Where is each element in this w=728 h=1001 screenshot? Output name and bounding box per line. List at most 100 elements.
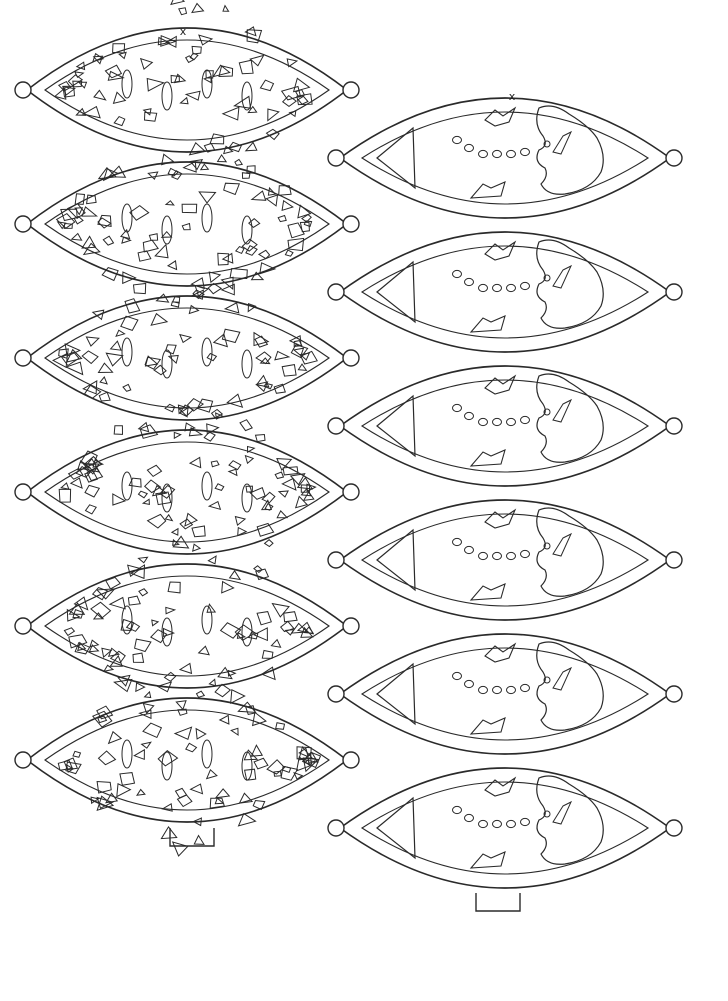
lattice-cutout <box>134 638 152 653</box>
lattice-cutout <box>139 57 154 70</box>
dot-cutout <box>478 685 488 695</box>
lattice-cutout <box>265 194 279 207</box>
lattice-cutout <box>288 335 302 347</box>
lattice-cutout <box>116 783 132 798</box>
lattice-cutout <box>97 167 118 180</box>
lattice-cutout <box>296 746 312 760</box>
tab-shape <box>169 828 215 847</box>
lattice-cutout <box>117 674 131 687</box>
lattice-fragments <box>63 538 315 711</box>
lattice-cutout <box>181 222 191 231</box>
triangle-cutout <box>376 126 416 190</box>
lattice-cutout <box>77 81 88 89</box>
lattice-cutout <box>81 206 98 217</box>
lattice-cutout <box>275 722 286 730</box>
lattice-cutout <box>101 647 113 659</box>
lattice-teardrop <box>201 739 213 769</box>
lattice-cutout <box>108 596 126 610</box>
lattice-cutout <box>164 403 176 413</box>
lattice-cutout <box>57 759 74 771</box>
dot-cutout <box>452 269 462 279</box>
lattice-cutout <box>173 431 182 440</box>
wing-cutout <box>469 181 506 199</box>
wing-cutout <box>484 642 517 663</box>
lattice-cutout <box>166 260 178 271</box>
lattice-cutout <box>132 652 145 663</box>
lattice-cutout <box>181 203 198 214</box>
lattice-cutout <box>92 612 105 620</box>
lattice-cutout <box>245 485 253 493</box>
lattice-cutout <box>296 93 313 106</box>
lattice-cutout <box>238 792 254 804</box>
lattice-teardrop <box>241 617 253 647</box>
lattice-cutout <box>77 641 87 652</box>
circle-loop-icon <box>665 417 683 435</box>
lattice-cutout <box>234 624 256 641</box>
circle-loop-icon <box>327 417 345 435</box>
lattice-cutout <box>120 618 135 632</box>
dot-cutout <box>452 671 462 681</box>
dot-cutout <box>520 281 530 291</box>
lattice-cutout <box>214 683 232 698</box>
lattice-cutout <box>170 0 186 6</box>
nose-cutout <box>552 264 573 289</box>
lattice-cutout <box>267 186 277 196</box>
lattice-cutout <box>199 163 210 171</box>
lattice-cutout <box>161 802 173 812</box>
eye-cutout <box>543 140 551 148</box>
lattice-cutout <box>146 464 163 478</box>
lattice-cutout <box>226 393 244 408</box>
lattice-cutout <box>68 602 86 615</box>
lattice-cutout <box>81 235 97 249</box>
lattice-cutout <box>263 382 274 390</box>
lattice-cutout <box>53 87 67 100</box>
triangle-cutout <box>376 394 416 458</box>
lattice-cutout <box>74 193 86 205</box>
circle-loop-icon <box>342 215 360 233</box>
lattice-cutout <box>72 750 82 758</box>
lattice-cutout <box>250 744 264 757</box>
lattice-cutout <box>203 142 216 153</box>
face-lens-outline <box>338 499 672 621</box>
lattice-piece <box>14 538 360 711</box>
lattice-cutout <box>207 555 217 565</box>
lattice-cutout <box>293 340 303 347</box>
lattice-cutout <box>246 29 263 44</box>
lattice-cutout <box>229 267 248 280</box>
lattice-cutout <box>70 232 83 241</box>
lattice-fragments <box>57 681 322 857</box>
lattice-cutout <box>119 228 131 240</box>
lattice-teardrop <box>161 617 173 647</box>
lattice-cutout <box>238 59 254 75</box>
lattice-cutout <box>97 362 114 374</box>
lattice-cutout <box>188 456 202 469</box>
lattice-cutout <box>163 671 177 682</box>
lattice-cutout <box>51 352 69 369</box>
lattice-cutout <box>288 110 297 118</box>
lattice-cutout <box>75 61 86 71</box>
lattice-cutout <box>179 518 194 530</box>
dot-cutout <box>478 149 488 159</box>
lattice-cutout <box>281 477 297 491</box>
lattice-cutout <box>281 765 292 774</box>
dot-cutout <box>464 143 474 153</box>
lattice-cutout <box>140 741 152 749</box>
lattice-cutout <box>277 214 287 223</box>
lattice-cutout <box>86 194 97 205</box>
lattice-cutout <box>214 797 225 805</box>
dot-cutout <box>492 819 502 829</box>
lattice-cutout <box>281 94 298 108</box>
lattice-cutout <box>276 510 289 519</box>
dot-cutout <box>452 537 462 547</box>
triangle-cutout <box>376 528 416 592</box>
face-profile-cutout <box>536 239 604 329</box>
eye-cutout <box>543 810 551 818</box>
lattice-cutout <box>73 215 84 225</box>
lattice-cutout <box>178 7 188 16</box>
lattice-cutout <box>207 282 223 295</box>
lattice-cutout <box>143 690 152 699</box>
lattice-cutout <box>75 107 87 116</box>
dot-cutout <box>506 283 516 293</box>
lattice-cutout <box>295 755 311 772</box>
lattice-cutout <box>58 488 72 503</box>
